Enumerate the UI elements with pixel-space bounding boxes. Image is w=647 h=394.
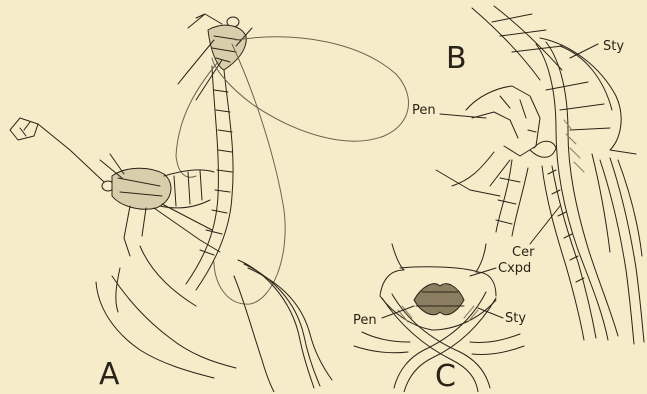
lower-insect <box>10 118 220 256</box>
callout-pen-b: Pen <box>412 104 436 117</box>
panel-label-c: C <box>435 362 456 392</box>
panel-label-a: A <box>99 360 120 390</box>
panel-b-drawing <box>436 6 644 344</box>
leader-cxpd-c <box>470 268 496 276</box>
callout-pen-c: Pen <box>353 314 377 327</box>
callout-cxpd-c: Cxpd <box>498 262 531 275</box>
panel-label-b: B <box>446 44 467 74</box>
callout-sty-c: Sty <box>505 312 526 325</box>
leader-pen-c <box>382 306 414 318</box>
callout-sty-b: Sty <box>603 40 624 53</box>
leader-sty-b <box>570 44 598 58</box>
callout-cer-b: Cer <box>512 246 534 259</box>
panel-a-drawing <box>10 14 409 392</box>
leader-cer-b <box>530 206 560 244</box>
